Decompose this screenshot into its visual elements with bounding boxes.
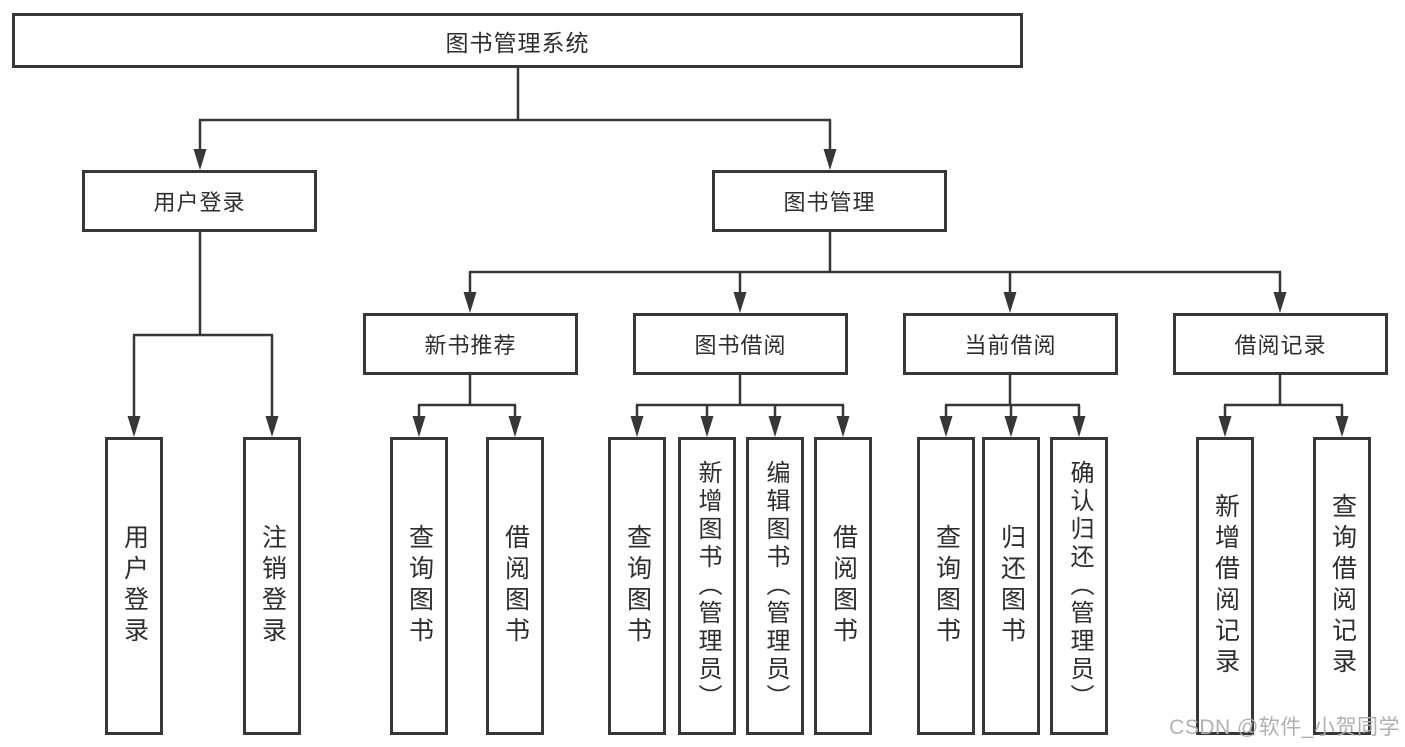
- node-new-book-recommend-label: 新书推荐: [424, 333, 517, 358]
- leaf-borrow-books-recommend-label: 借阅图书: [501, 524, 530, 648]
- leaf-confirm-return-admin-label: 确认归还（管理员）: [1066, 460, 1093, 712]
- leaf-return-books-label: 归还图书: [997, 524, 1026, 648]
- leaf-query-borrow-record-label: 查询借阅记录: [1328, 493, 1357, 679]
- leaf-borrow-books-borrowing-label: 借阅图书: [829, 524, 858, 648]
- leaf-query-books-current-label: 查询图书: [932, 524, 961, 648]
- leaf-query-books-recommend-label: 查询图书: [405, 524, 434, 648]
- leaf-query-books-borrowing-label: 查询图书: [623, 524, 652, 648]
- node-root-label: 图书管理系统: [445, 29, 590, 56]
- leaf-edit-books-admin-label: 编辑图书（管理员）: [762, 460, 789, 712]
- leaf-query-books-borrowing: 查询图书: [608, 437, 666, 735]
- leaf-return-books: 归还图书: [982, 437, 1040, 735]
- node-user-login: 用户登录: [82, 170, 317, 232]
- node-borrow-records-label: 借阅记录: [1234, 333, 1327, 358]
- node-book-borrowing: 图书借阅: [633, 313, 848, 375]
- leaf-query-books-current: 查询图书: [917, 437, 975, 735]
- node-borrow-records: 借阅记录: [1173, 313, 1388, 375]
- node-book-management-label: 图书管理: [783, 190, 876, 215]
- node-new-book-recommend: 新书推荐: [363, 313, 578, 375]
- node-root: 图书管理系统: [12, 13, 1023, 68]
- leaf-confirm-return-admin: 确认归还（管理员）: [1050, 437, 1108, 735]
- leaf-add-books-admin-label: 新增图书（管理员）: [694, 460, 721, 712]
- csdn-watermark: CSDN @软件_小贺同学: [1169, 716, 1400, 739]
- leaf-query-borrow-record: 查询借阅记录: [1313, 437, 1371, 735]
- leaf-user-login: 用户登录: [105, 437, 163, 735]
- node-book-borrowing-label: 图书借阅: [694, 333, 787, 358]
- leaf-add-books-admin: 新增图书（管理员）: [678, 437, 736, 735]
- leaf-logout-login-label: 注销登录: [258, 524, 287, 648]
- leaf-logout-login: 注销登录: [243, 437, 301, 735]
- leaf-edit-books-admin: 编辑图书（管理员）: [746, 437, 804, 735]
- leaf-user-login-label: 用户登录: [120, 524, 149, 648]
- node-user-login-label: 用户登录: [153, 190, 246, 215]
- node-book-management: 图书管理: [712, 170, 947, 232]
- leaf-add-borrow-record-label: 新增借阅记录: [1211, 493, 1240, 679]
- leaf-add-borrow-record: 新增借阅记录: [1196, 437, 1254, 735]
- node-current-borrowing: 当前借阅: [903, 313, 1118, 375]
- leaf-borrow-books-borrowing: 借阅图书: [814, 437, 872, 735]
- leaf-query-books-recommend: 查询图书: [390, 437, 448, 735]
- leaf-borrow-books-recommend: 借阅图书: [486, 437, 544, 735]
- node-current-borrowing-label: 当前借阅: [964, 333, 1057, 358]
